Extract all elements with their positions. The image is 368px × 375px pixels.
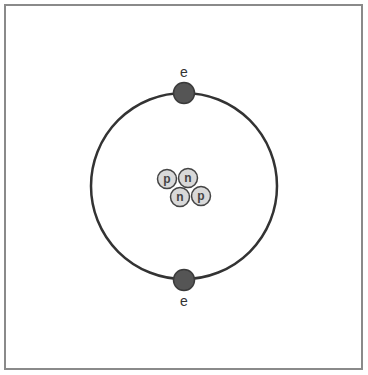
electron-label: e [178, 292, 190, 310]
electron-label: e [178, 63, 190, 81]
nucleon-circle-shape [192, 187, 211, 206]
nucleon-label: p [163, 173, 170, 185]
electron: e [172, 268, 196, 310]
nucleon-label: n [184, 172, 191, 184]
electron-orbit [91, 93, 277, 279]
nucleon-label: p [197, 190, 204, 202]
nucleon-circle-shape [179, 169, 198, 188]
frame [5, 5, 362, 369]
electron-dot-shape [174, 83, 195, 104]
electron: e [172, 63, 196, 105]
nucleon: p [190, 185, 212, 207]
nucleon: p [156, 168, 178, 190]
nucleon-label: n [176, 191, 183, 203]
electron-dot [172, 268, 196, 292]
nucleon: n [169, 186, 191, 208]
nucleon-circle-shape [158, 170, 177, 189]
electron-dot [172, 81, 196, 105]
nucleon: n [177, 167, 199, 189]
electron-dot-shape [174, 270, 195, 291]
nucleon-circle-shape [171, 188, 190, 207]
